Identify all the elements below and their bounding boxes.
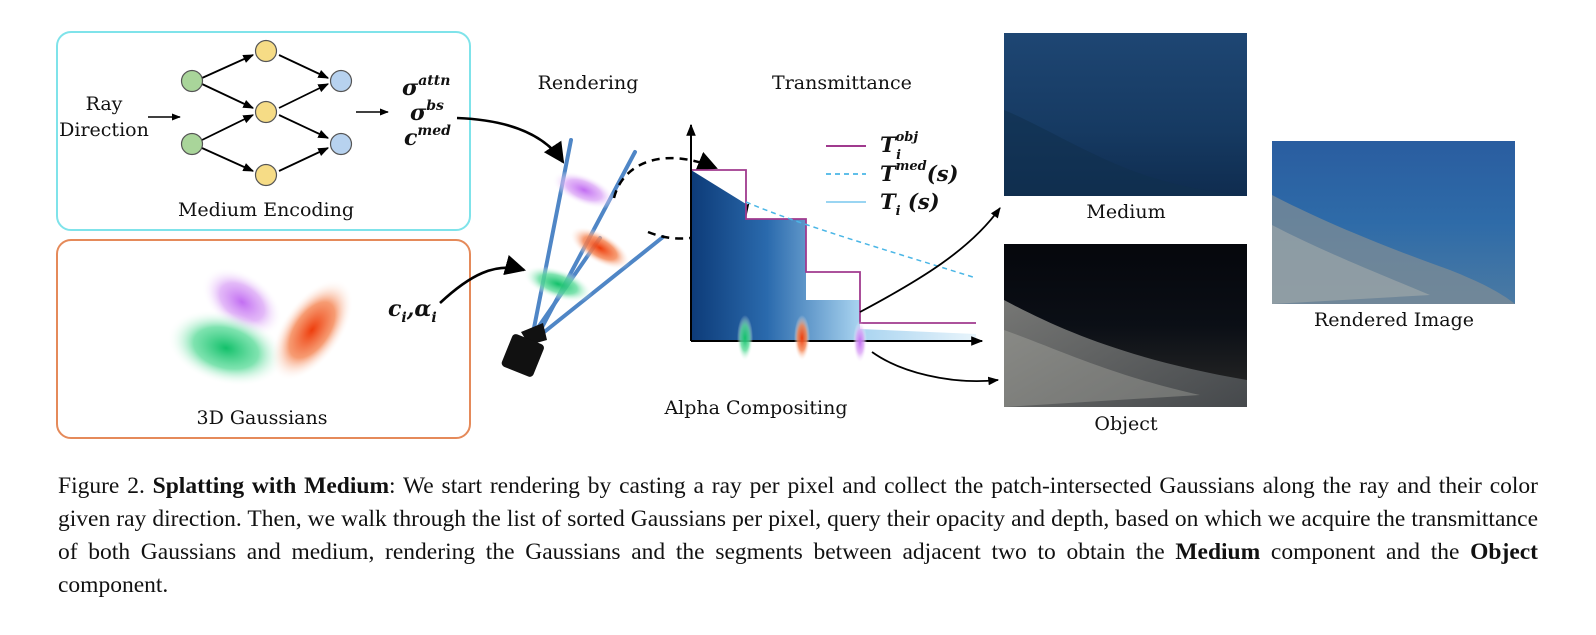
medium-image: [1004, 33, 1247, 196]
transmittance-label: Transmittance: [772, 72, 912, 94]
transmittance-plot: [686, 123, 984, 363]
input-node-1: [180, 69, 204, 93]
network-edges: [201, 54, 329, 172]
object-image: [1004, 244, 1247, 407]
legend-tmed-label: Tmed(s): [880, 159, 958, 186]
camera-icon: [501, 323, 547, 377]
legend-ti-label: Ti (s): [880, 189, 940, 219]
to-object-arrow: [871, 351, 1000, 386]
output-node-2: [329, 132, 353, 156]
caption-text-3: component.: [58, 572, 169, 598]
medium-encoding-box: [56, 31, 471, 231]
transmittance-tail: [860, 329, 976, 341]
caption-text-1: : We start rendering by casting a ray pe…: [58, 473, 1538, 565]
gaussians-box: [56, 239, 471, 439]
hidden-node-1: [254, 39, 278, 63]
caption-text-2: component and the: [1260, 539, 1471, 565]
caption-title: Splatting with Medium: [152, 473, 390, 499]
output-node-1: [329, 69, 353, 93]
to-medium-arrow: [859, 207, 1001, 313]
ray-direction-label-line2: Direction: [59, 119, 149, 141]
c-med: cmed: [404, 123, 451, 151]
object-transmittance-step: [691, 169, 976, 324]
green-gaussian: [167, 309, 285, 387]
transmittance-area: [691, 170, 860, 341]
rendered-image: [1272, 141, 1515, 304]
ray-direction-label-line1: Ray: [86, 93, 123, 115]
caption-bold-object: Object: [1470, 539, 1539, 565]
figure-caption: Figure 2. Splatting with Medium: We star…: [58, 470, 1538, 602]
dashed-arrow-top: [612, 151, 718, 199]
params-to-render-arrow: [439, 255, 527, 304]
sigma-attn: σattn: [402, 73, 450, 101]
render-purple-gaussian: [551, 171, 617, 209]
hidden-node-3: [254, 163, 278, 187]
render-green-gaussian: [523, 265, 593, 303]
rendering-label: Rendering: [538, 72, 639, 94]
plot-orange-gaussian: [794, 315, 810, 361]
method-diagram: Ray Direction Medium Encoding σattn σbs …: [56, 31, 1515, 439]
medium-encoding-panel: Ray Direction Medium Encoding: [56, 31, 471, 231]
medium-to-render-arrow: [456, 116, 565, 164]
rendered-image-label: Rendered Image: [1314, 309, 1474, 331]
render-orange-gaussian: [569, 226, 631, 270]
medium-encoding-label: Medium Encoding: [178, 199, 354, 221]
object-image-label: Object: [1094, 413, 1158, 435]
alpha-compositing-label: Alpha Compositing: [663, 397, 847, 419]
sigma-bs: σbs: [410, 98, 444, 126]
input-node-2: [180, 132, 204, 156]
caption-figure-number: Figure 2.: [58, 473, 145, 499]
gaussian-params: ci,αi: [388, 296, 437, 326]
gaussians-panel: 3D Gaussians: [56, 239, 471, 439]
gaussians-label: 3D Gaussians: [197, 407, 328, 429]
plot-purple-gaussian: [853, 321, 867, 363]
medium-image-label: Medium: [1086, 201, 1165, 223]
orange-gaussian: [270, 279, 354, 381]
plot-green-gaussian: [737, 315, 753, 361]
hidden-node-2: [254, 100, 278, 124]
caption-bold-medium: Medium: [1175, 539, 1261, 565]
medium-parameters: σattn σbs cmed: [402, 73, 451, 151]
